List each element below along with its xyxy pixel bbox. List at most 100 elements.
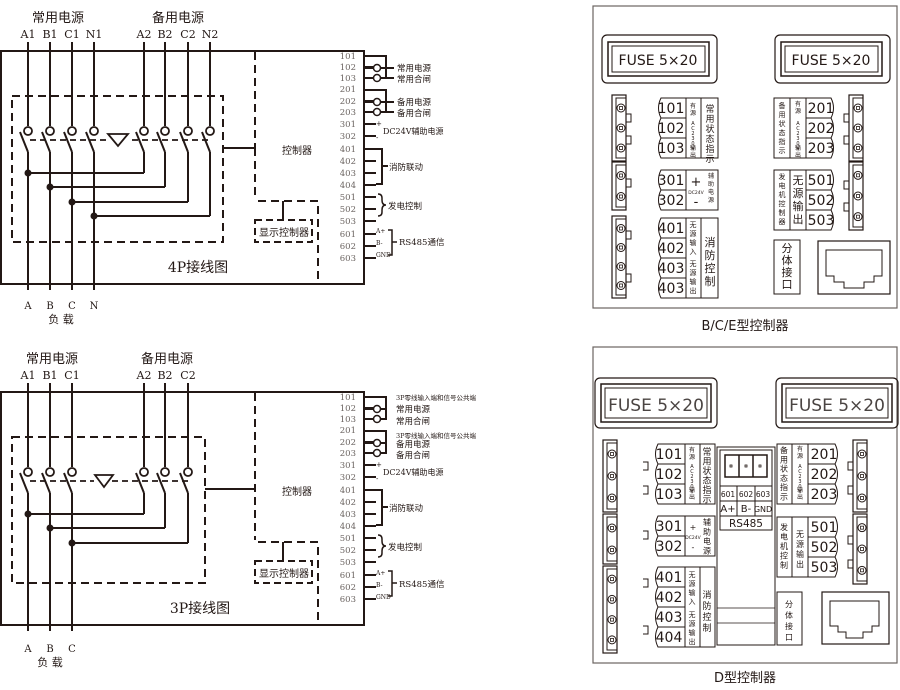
svg-text:有: 有 [795, 100, 801, 108]
terminal-number: 403 [656, 610, 683, 626]
annotation-generator-control: 发电控制 [388, 201, 422, 212]
panel-bce-controller: FUSE 5×20 FUSE 5×20 101102103有源AC230V输出常… [592, 5, 898, 334]
terminal-number: 202 [808, 121, 835, 137]
terminal-number: 602 [340, 242, 356, 252]
svg-text:入: 入 [690, 248, 697, 256]
svg-text:有: 有 [797, 445, 803, 453]
terminal-number: 202 [340, 438, 356, 448]
minus-label: - [692, 543, 695, 552]
screw-terminal-icon [616, 103, 626, 113]
screw-terminal-icon [857, 544, 867, 554]
load-label: 负 载 [37, 655, 63, 669]
svg-text:输: 输 [689, 588, 696, 597]
terminal-number: 401 [340, 486, 356, 496]
svg-text:出: 出 [795, 151, 801, 159]
svg-text:电: 电 [703, 536, 711, 546]
fuse-holder-left: FUSE 5×20 [601, 34, 718, 84]
terminal-number: 203 [340, 108, 356, 118]
switch-dashed-box [11, 95, 224, 243]
phase-label: C2 [180, 28, 195, 41]
display-controller-box [254, 560, 313, 584]
svg-text:出: 出 [797, 493, 803, 501]
screw-terminal-icon [607, 493, 617, 503]
panel-frame [592, 346, 898, 664]
terminal-number: 403 [340, 169, 356, 179]
annotation-a-plus: A+ [375, 228, 385, 235]
svg-text:3: 3 [796, 136, 799, 142]
terminal-number: 103 [340, 415, 356, 425]
group-label-aux-power: 辅助电源 [703, 517, 711, 556]
sub-label-output: 输出 [797, 486, 803, 501]
sub-label-output: 输出 [689, 486, 695, 501]
screw-terminal-icon [607, 615, 617, 625]
terminal-number: 202 [340, 97, 356, 107]
terminal-number: 402 [340, 157, 356, 167]
svg-text:0: 0 [798, 484, 801, 490]
screw-terminal-icon [616, 281, 626, 290]
rj45-port-icon [817, 240, 891, 295]
screw-terminal-icon [616, 171, 626, 180]
plus-label: + [690, 523, 697, 532]
svg-text:接: 接 [782, 266, 793, 279]
fuse-holder-right: FUSE 5×20 [774, 34, 891, 84]
terminal-number: 503 [340, 558, 356, 568]
svg-text:体: 体 [782, 253, 793, 267]
terminal-number: 101 [340, 52, 356, 62]
backup-source-label: 备用电源 [141, 351, 193, 367]
split-interface-box [776, 591, 803, 646]
annotation-minus: - [376, 134, 379, 142]
svg-text:3: 3 [798, 479, 801, 485]
sub-label-active-ac230v: 有源 [797, 445, 803, 460]
svg-text:消: 消 [702, 589, 711, 601]
phase-labels-top: A1 B1 C1 N1 A2 B2 C2 N2 [20, 28, 219, 41]
screw-terminal-icon [857, 471, 867, 481]
svg-text:C: C [796, 126, 800, 132]
terminal-number: 403 [658, 281, 685, 297]
annotation-fire-linkage: 消防联动 [389, 503, 424, 514]
svg-text:备: 备 [780, 445, 788, 455]
svg-text:消: 消 [705, 235, 716, 249]
svg-text:分: 分 [785, 600, 793, 609]
screw-terminal-icon [857, 493, 867, 503]
screw-terminal-icon [607, 574, 617, 584]
annotation-fire-linkage: 消防联动 [389, 162, 424, 173]
switch-dashed-box [11, 436, 206, 584]
normal-source-label: 常用电源 [26, 352, 78, 367]
screw-terminal-icon [616, 262, 626, 271]
plus-label: + [691, 175, 702, 190]
interlock-triangle-icon [93, 474, 115, 489]
svg-text:机: 机 [780, 541, 788, 551]
svg-text:态: 态 [780, 473, 788, 483]
sub-label-active-ac230v: 有源 [690, 102, 696, 117]
terminal-number: 201 [808, 101, 835, 117]
terminal-number: 503 [811, 560, 838, 576]
screw-terminal-icon [853, 103, 863, 113]
svg-text:制: 制 [779, 208, 786, 217]
terminal-cell [655, 535, 685, 557]
terminal-number: 101 [340, 393, 356, 403]
terminal-cell [808, 483, 838, 505]
svg-text:出: 出 [690, 286, 697, 295]
svg-text:电: 电 [708, 188, 714, 196]
svg-text:源: 源 [793, 186, 804, 200]
terminal-cell [806, 209, 834, 231]
rs485-pin: 602 [739, 490, 754, 499]
svg-text:控: 控 [705, 261, 716, 275]
svg-text:示: 示 [779, 147, 786, 155]
diagram-title: 4P接线图 [168, 259, 228, 276]
panel-caption: D型控制器 [714, 671, 776, 686]
sub-label-output: 输出 [795, 144, 801, 159]
svg-text:C: C [690, 469, 694, 475]
svg-text:控: 控 [779, 199, 786, 208]
svg-text:C: C [691, 126, 695, 132]
terminal-number: 203 [340, 449, 356, 459]
rs485-pin: 603 [756, 490, 771, 499]
terminal-number: 201 [340, 426, 356, 436]
